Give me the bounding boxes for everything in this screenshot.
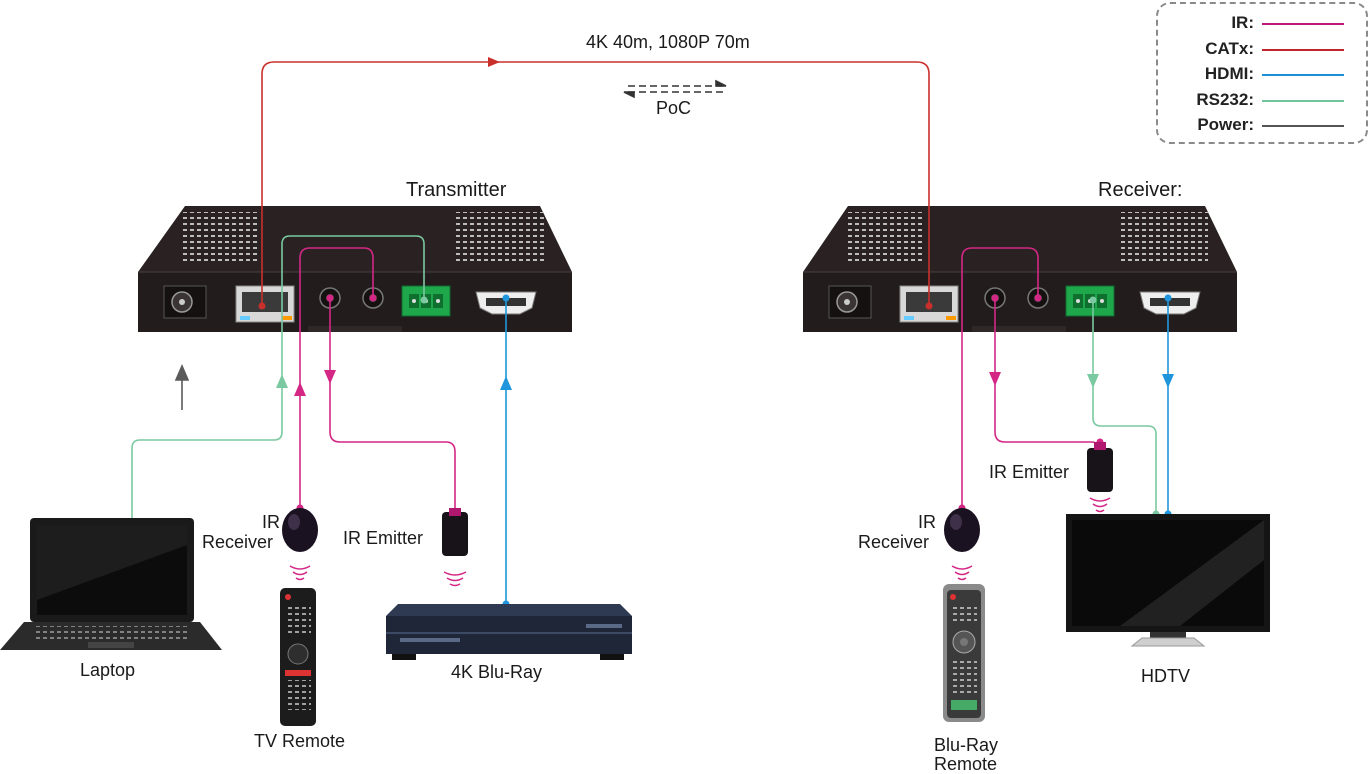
ir-emitter-tx-label: IR Emitter [343,528,424,548]
cable-legend: IR: CATx: HDMI: RS232: Power: [1156,2,1368,144]
bluray-remote-label-line2: Remote [934,754,998,774]
bluray-player-icon [386,604,632,660]
legend-label: Power: [1197,115,1254,134]
legend-row-hdmi: HDMI: [1158,63,1366,85]
legend-swatch [1262,49,1344,51]
tv-remote-label: TV Remote [254,731,346,751]
ir-receiver-icon [282,508,318,552]
ir-receiver-tx-label-line2: Receiver [202,532,274,552]
poc-label: PoC [656,98,692,118]
tv-remote-icon [280,588,316,726]
ir-signal-icon [951,565,973,581]
bluray-remote-label-line1: Blu-Ray [934,735,999,755]
legend-label: HDMI: [1204,64,1254,83]
power-cable [174,363,190,410]
legend-swatch [1262,100,1344,102]
legend-label: IR: [1231,13,1254,32]
transmitter-unit [138,206,572,332]
hdtv-icon [1066,514,1270,647]
legend-label: RS232: [1196,90,1254,109]
bluray-label: 4K Blu-Ray [451,662,543,682]
ir-receiver-rx-label-line1: IR [918,512,936,532]
legend-swatch [1262,23,1344,25]
ir-signal-icon [443,571,467,587]
transmitter-title: Transmitter [406,179,507,201]
legend-row-catx: CATx: [1158,38,1366,60]
ir-emitter-icon [442,508,468,556]
legend-swatch [1262,125,1344,127]
ir-receiver-tx-label-line1: IR [262,512,280,532]
ir-emitter-rx-label: IR Emitter [989,462,1070,482]
rs232-cable-tx [131,235,428,520]
legend-row-ir: IR: [1158,12,1366,34]
ir-signal-icon [1089,497,1111,513]
receiver-unit [803,206,1237,332]
laptop-icon [0,518,222,650]
rs232-cable-rx [1087,296,1160,518]
legend-label: CATx: [1205,39,1254,58]
catx-cable [258,57,933,310]
bluray-remote-icon [943,584,985,722]
ir-emitter-icon [1087,442,1113,492]
receiver-title: Receiver: [1098,179,1183,201]
hdmi-cable-tx [500,294,512,608]
ir-receiver-icon [944,508,980,552]
legend-row-rs232: RS232: [1158,89,1366,111]
legend-swatch [1262,74,1344,76]
hdtv-label: HDTV [1141,666,1190,686]
link-distance-label: 4K 40m, 1080P 70m [586,32,750,52]
poc-arrows [623,79,727,99]
legend-row-power: Power: [1158,114,1366,136]
ir-receiver-rx-label-line2: Receiver [858,532,930,552]
hdmi-cable-rx [1162,294,1174,518]
ir-signal-icon [289,565,311,581]
laptop-label: Laptop [80,660,136,680]
